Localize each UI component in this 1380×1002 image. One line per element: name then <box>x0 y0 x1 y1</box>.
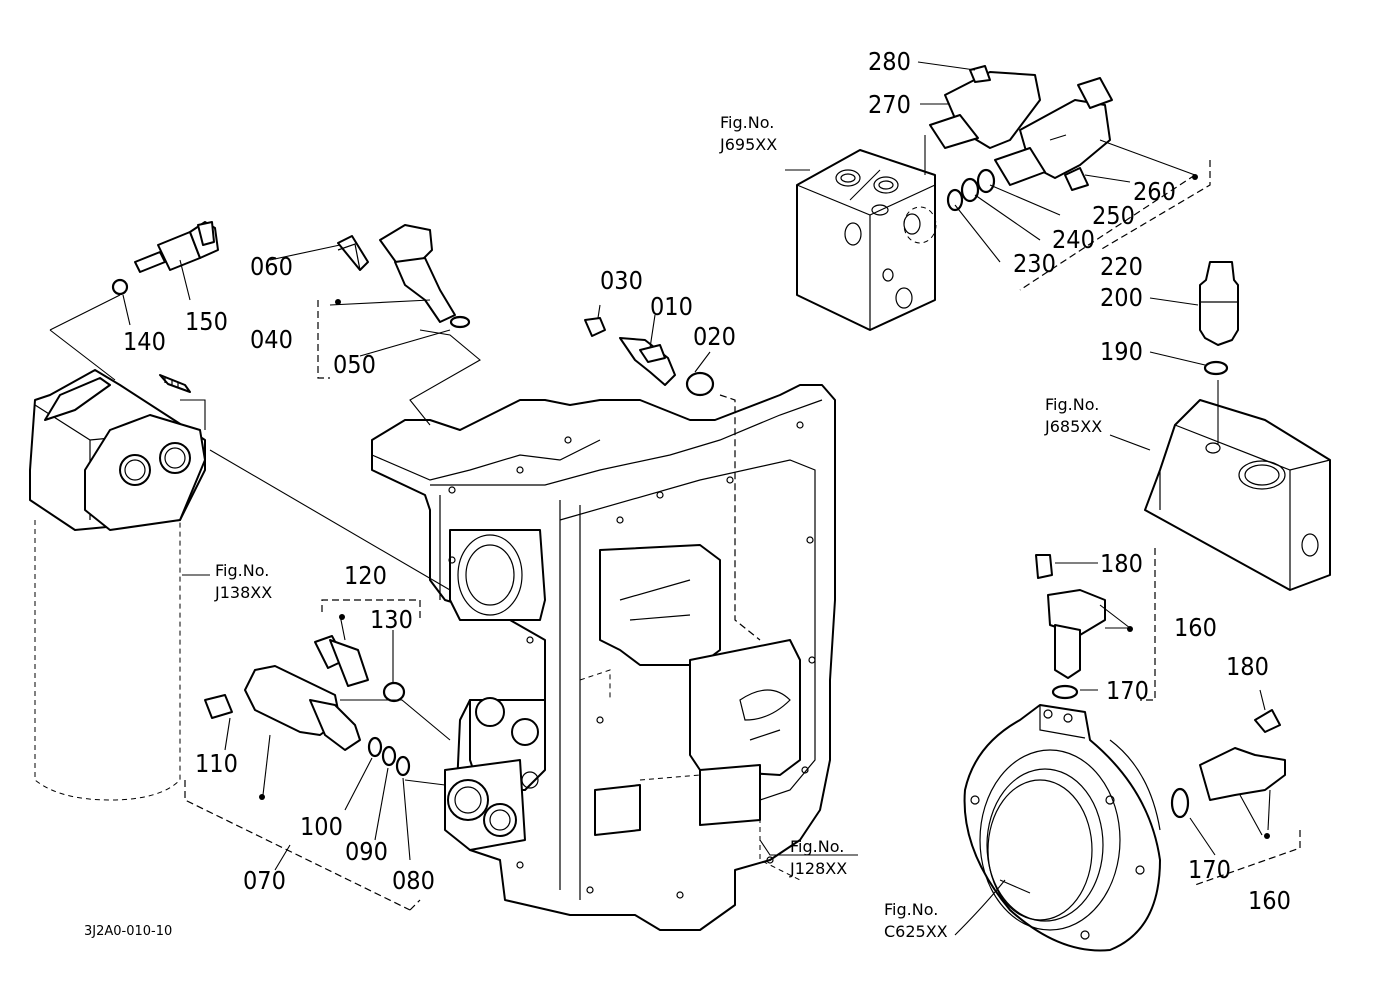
callout-170-upper: 170 <box>1106 676 1149 705</box>
callout-100: 100 <box>300 812 343 841</box>
callout-120: 120 <box>344 561 387 590</box>
part-270-solenoid <box>929 65 1041 149</box>
fig-c625-prefix: Fig.No. <box>884 900 938 919</box>
callout-130: 130 <box>370 605 413 634</box>
valve-block-j685 <box>1144 399 1331 591</box>
part-250-solenoid <box>946 77 1113 212</box>
callout-220: 220 <box>1100 252 1143 281</box>
callout-270: 270 <box>868 90 911 119</box>
part-150-sensor <box>111 221 219 296</box>
part-200-switch <box>1199 261 1239 376</box>
callout-080: 080 <box>392 866 435 895</box>
fig-j128-prefix: Fig.No. <box>790 837 844 856</box>
callout-250: 250 <box>1092 201 1135 230</box>
leader-lines <box>49 61 1301 936</box>
callout-170-lower: 170 <box>1188 855 1231 884</box>
callout-110: 110 <box>195 749 238 778</box>
part-070-solenoid <box>204 665 411 777</box>
fig-j685-code: J685XX <box>1044 417 1102 436</box>
callout-050: 050 <box>333 350 376 379</box>
callout-020: 020 <box>693 322 736 351</box>
callout-030: 030 <box>600 266 643 295</box>
callout-260: 260 <box>1133 177 1176 206</box>
part-120-sensor <box>314 635 406 703</box>
figure-references: Fig.No. J695XX Fig.No. J685XX Fig.No. J1… <box>214 113 1102 941</box>
valve-block-j695 <box>796 149 937 331</box>
fig-j138-code: J138XX <box>214 583 272 602</box>
callout-280: 280 <box>868 47 911 76</box>
callout-090: 090 <box>345 837 388 866</box>
callout-230: 230 <box>1013 249 1056 278</box>
fig-j695-prefix: Fig.No. <box>720 113 774 132</box>
transmission-case <box>371 384 836 931</box>
callout-140: 140 <box>123 327 166 356</box>
callout-060: 060 <box>250 252 293 281</box>
fig-j695-code: J695XX <box>719 135 777 154</box>
callout-180-upper: 180 <box>1100 549 1143 578</box>
fig-j128-code: J128XX <box>789 859 847 878</box>
part-010-sensor <box>584 317 715 397</box>
fig-j685-prefix: Fig.No. <box>1045 395 1099 414</box>
callout-190: 190 <box>1100 337 1143 366</box>
drawing-code: 3J2A0-010-10 <box>84 924 172 939</box>
callout-200: 200 <box>1100 283 1143 312</box>
callout-240: 240 <box>1052 225 1095 254</box>
part-160-sensor-upper <box>1035 554 1106 700</box>
callout-070: 070 <box>243 866 286 895</box>
callout-160-upper: 160 <box>1174 613 1217 642</box>
callout-150: 150 <box>185 307 228 336</box>
part-040-sensor <box>337 224 471 329</box>
fig-j138-prefix: Fig.No. <box>215 561 269 580</box>
filter-assembly <box>29 369 206 801</box>
callout-labels: 280 270 260 250 240 230 220 200 190 180 … <box>123 47 1291 915</box>
part-160-sensor-lower <box>1170 709 1286 819</box>
reference-dots <box>259 174 1270 839</box>
cover-c625 <box>963 704 1161 952</box>
callout-040: 040 <box>250 325 293 354</box>
callout-160-lower: 160 <box>1248 886 1291 915</box>
fig-c625-code: C625XX <box>884 922 948 941</box>
callout-180-lower: 180 <box>1226 652 1269 681</box>
callout-010: 010 <box>650 292 693 321</box>
